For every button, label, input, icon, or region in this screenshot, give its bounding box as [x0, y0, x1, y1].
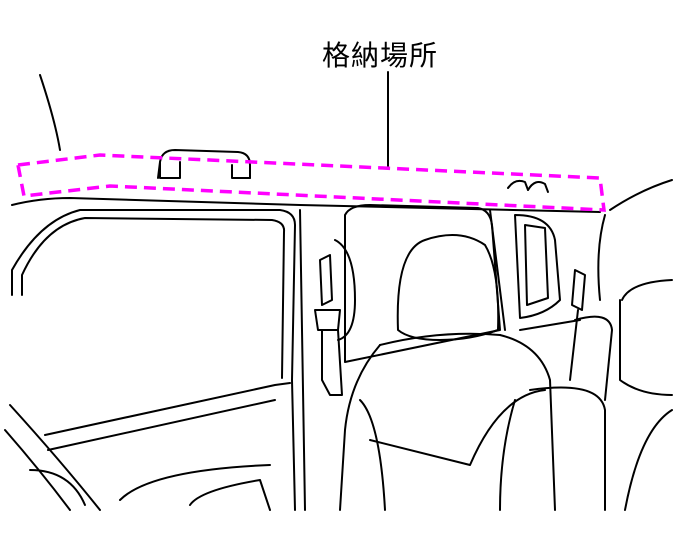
storage-area-highlight: [15, 153, 606, 212]
storage-location-label: 格納場所: [322, 39, 439, 72]
car-body-lines: [4, 74, 673, 511]
